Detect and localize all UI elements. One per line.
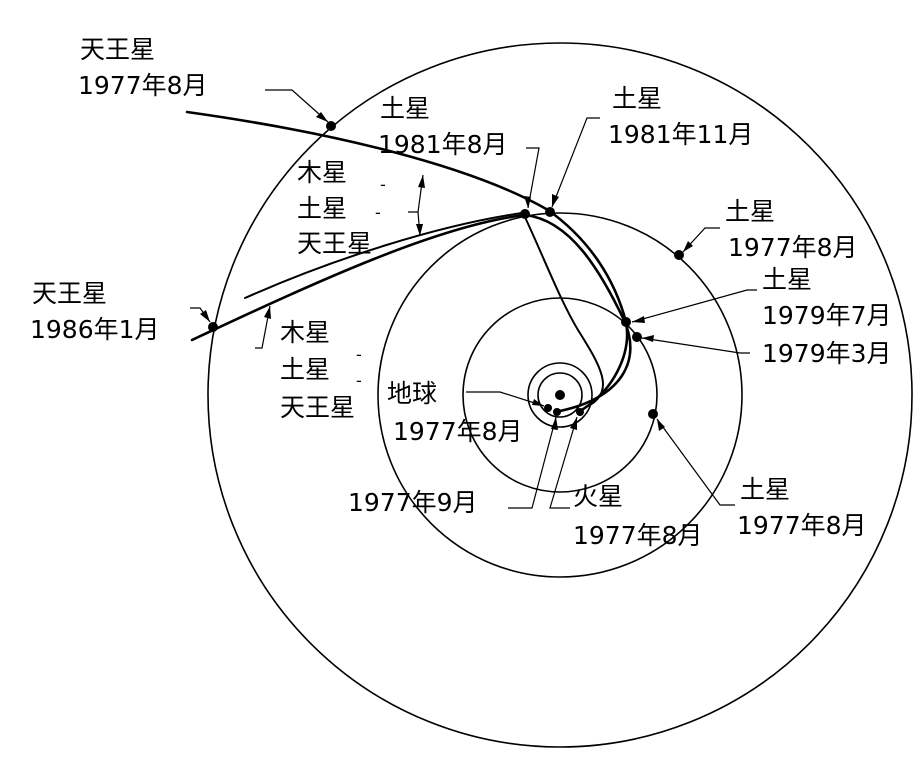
label-saturn-1977-8-outer-name: 土星 (725, 197, 775, 226)
trajectory-lower (190, 213, 632, 413)
label-saturn-1977-8-outer-date: 1977年8月 (728, 233, 858, 262)
label-saturn-1977-8-lower-name: 土星 (740, 475, 790, 504)
earth-orbit (537, 372, 583, 418)
label-uranus-1986-1-date: 1986年1月 (30, 315, 160, 344)
leader-earth (466, 391, 545, 407)
label-saturn-1981-8-date: 1981年8月 (378, 130, 508, 159)
inner-orbit (462, 297, 658, 493)
arrow-mars (570, 417, 577, 430)
label-1979-3-date: 1979年3月 (762, 339, 892, 368)
leader-saturn-1979-7 (631, 289, 757, 323)
leader-1979-3 (641, 337, 750, 354)
dot-earth (544, 404, 552, 412)
middle-orbit (377, 212, 743, 578)
dot-uranus-1977-8 (326, 121, 336, 131)
dot-1977-9 (553, 408, 561, 416)
dot-1979-3 (632, 332, 642, 342)
label-uranus-1977-8-date: 1977年8月 (78, 71, 208, 100)
leader-mars (549, 416, 578, 509)
arrow-group-upper (418, 175, 425, 188)
dot-saturn-1979-7 (621, 317, 631, 327)
dot-uranus-1986-1 (208, 322, 218, 332)
arrow-saturn-1977-8-outer (683, 241, 693, 252)
arrow-earth (532, 399, 544, 406)
leader-saturn-1981-8 (526, 147, 540, 209)
arrow-1977-9 (551, 417, 558, 430)
label-group-upper-line3: 天王星 (297, 229, 372, 258)
label-saturn-1979-7-name: 土星 (762, 265, 812, 294)
leader-uranus-1977-8 (265, 89, 329, 123)
mars-orbit (527, 362, 593, 428)
label-earth-date: 1977年8月 (393, 417, 523, 446)
leader-group-lower (255, 305, 271, 349)
label-group-lower-line3: 天王星 (280, 393, 355, 422)
label-group-lower-line1: 木星 (280, 318, 330, 347)
dot-saturn-1977-8-lower (648, 409, 658, 419)
label-saturn-1979-7-date: 1979年7月 (762, 301, 892, 330)
leader-1977-9 (508, 416, 557, 509)
trajectory-upper (185, 110, 629, 413)
label-group-upper-dash2: - (375, 203, 381, 222)
label-1977-9-date: 1977年9月 (348, 488, 478, 517)
label-mars-name: 火星 (573, 482, 623, 511)
sun (555, 390, 565, 400)
dot-saturn-1977-8-outer (674, 250, 684, 260)
label-group-upper-line1: 木星 (297, 158, 347, 187)
arrow-saturn-1979-7 (632, 316, 645, 323)
label-group-upper-dash1: - (380, 175, 386, 194)
label-group-lower-dash1: - (356, 345, 362, 364)
trajectory-middle-branch (523, 214, 604, 406)
label-saturn-1981-11-date: 1981年11月 (608, 120, 753, 149)
label-saturn-1981-11-name: 土星 (612, 84, 662, 113)
leader-saturn-1981-11 (551, 117, 600, 208)
arrow-1979-3 (642, 335, 654, 342)
arrow-saturn-1981-8 (524, 196, 531, 208)
label-uranus-1986-1-name: 天王星 (32, 279, 107, 308)
leader-saturn-1977-8-lower (656, 418, 735, 506)
outer-orbit (207, 42, 913, 748)
arrow-saturn-1977-8-lower (657, 419, 665, 431)
arrow-saturn-1981-11 (552, 194, 559, 207)
label-saturn-1977-8-lower-date: 1977年8月 (737, 511, 867, 540)
arrow-uranus-1986-1 (200, 310, 210, 322)
arrow-group-lower (264, 306, 271, 319)
dot-saturn-1981-8 (520, 209, 530, 219)
dot-mars (576, 408, 584, 416)
label-group-lower-line2: 土星 (280, 355, 330, 384)
label-uranus-1977-8-name: 天王星 (80, 35, 155, 64)
label-group-lower-dash2: - (356, 371, 362, 390)
label-mars-date: 1977年8月 (573, 521, 703, 550)
arrow-uranus-1977-8 (316, 112, 328, 122)
label-earth-name: 地球 (387, 379, 437, 408)
trajectory-lower-branch (244, 212, 523, 299)
dot-saturn-1981-11 (545, 207, 555, 217)
arrow-group-upper-2 (416, 224, 423, 236)
label-saturn-1981-8-name: 土星 (380, 94, 430, 123)
label-group-upper-line2: 土星 (297, 194, 347, 223)
